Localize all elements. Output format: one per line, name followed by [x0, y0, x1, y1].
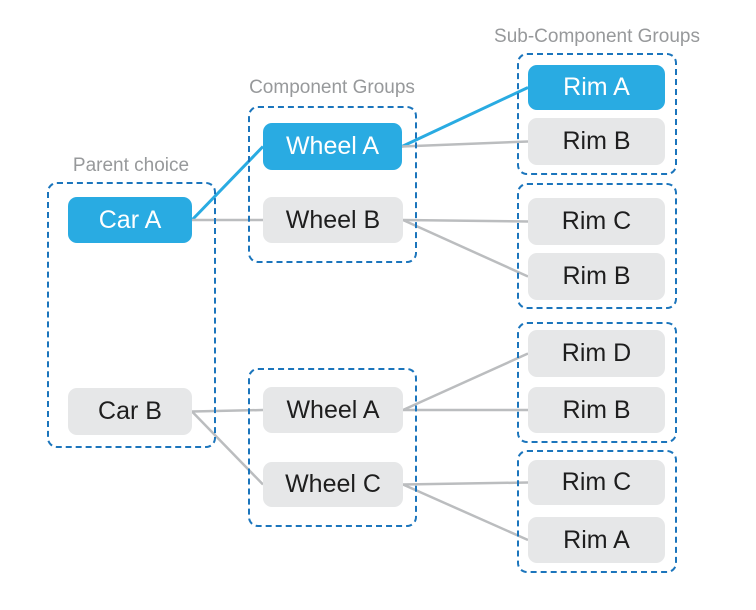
node-rim-a-1: Rim A: [528, 65, 665, 110]
connector-line: [402, 218, 529, 278]
connector-line: [402, 483, 529, 542]
node-wheel-c: Wheel C: [263, 462, 403, 507]
node-rim-b-3: Rim B: [528, 387, 665, 433]
node-rim-b-2: Rim B: [528, 253, 665, 300]
node-rim-c-1: Rim C: [528, 198, 665, 245]
connector-line-highlighted: [401, 86, 529, 148]
group-box-sub-1: [517, 53, 677, 175]
node-rim-c-2: Rim C: [528, 460, 665, 505]
connector-line-highlighted: [190, 145, 265, 222]
sub-component-groups-label: Sub-Component Groups: [494, 26, 700, 47]
node-car-a: Car A: [68, 197, 192, 243]
parent-choice-label: Parent choice: [72, 155, 190, 176]
node-rim-d: Rim D: [528, 330, 665, 377]
connector-line: [402, 218, 529, 223]
node-rim-b-1: Rim B: [528, 118, 665, 165]
node-wheel-a-1: Wheel A: [263, 123, 402, 170]
node-rim-a-2: Rim A: [528, 517, 665, 563]
group-box-component-1: [248, 106, 417, 263]
group-box-sub-3: [517, 322, 677, 443]
group-box-component-2: [248, 368, 417, 527]
node-wheel-a-2: Wheel A: [263, 387, 403, 433]
group-box-sub-2: [517, 183, 677, 309]
connector-line: [402, 352, 529, 412]
group-box-parent: [47, 182, 216, 448]
group-box-sub-4: [517, 450, 677, 573]
component-groups-label: Component Groups: [249, 77, 415, 98]
connector-line: [191, 408, 264, 413]
connector-line: [402, 481, 529, 486]
connector-line: [401, 140, 529, 148]
node-car-b: Car B: [68, 388, 192, 435]
node-wheel-b: Wheel B: [263, 197, 403, 243]
connector-line: [191, 410, 264, 486]
